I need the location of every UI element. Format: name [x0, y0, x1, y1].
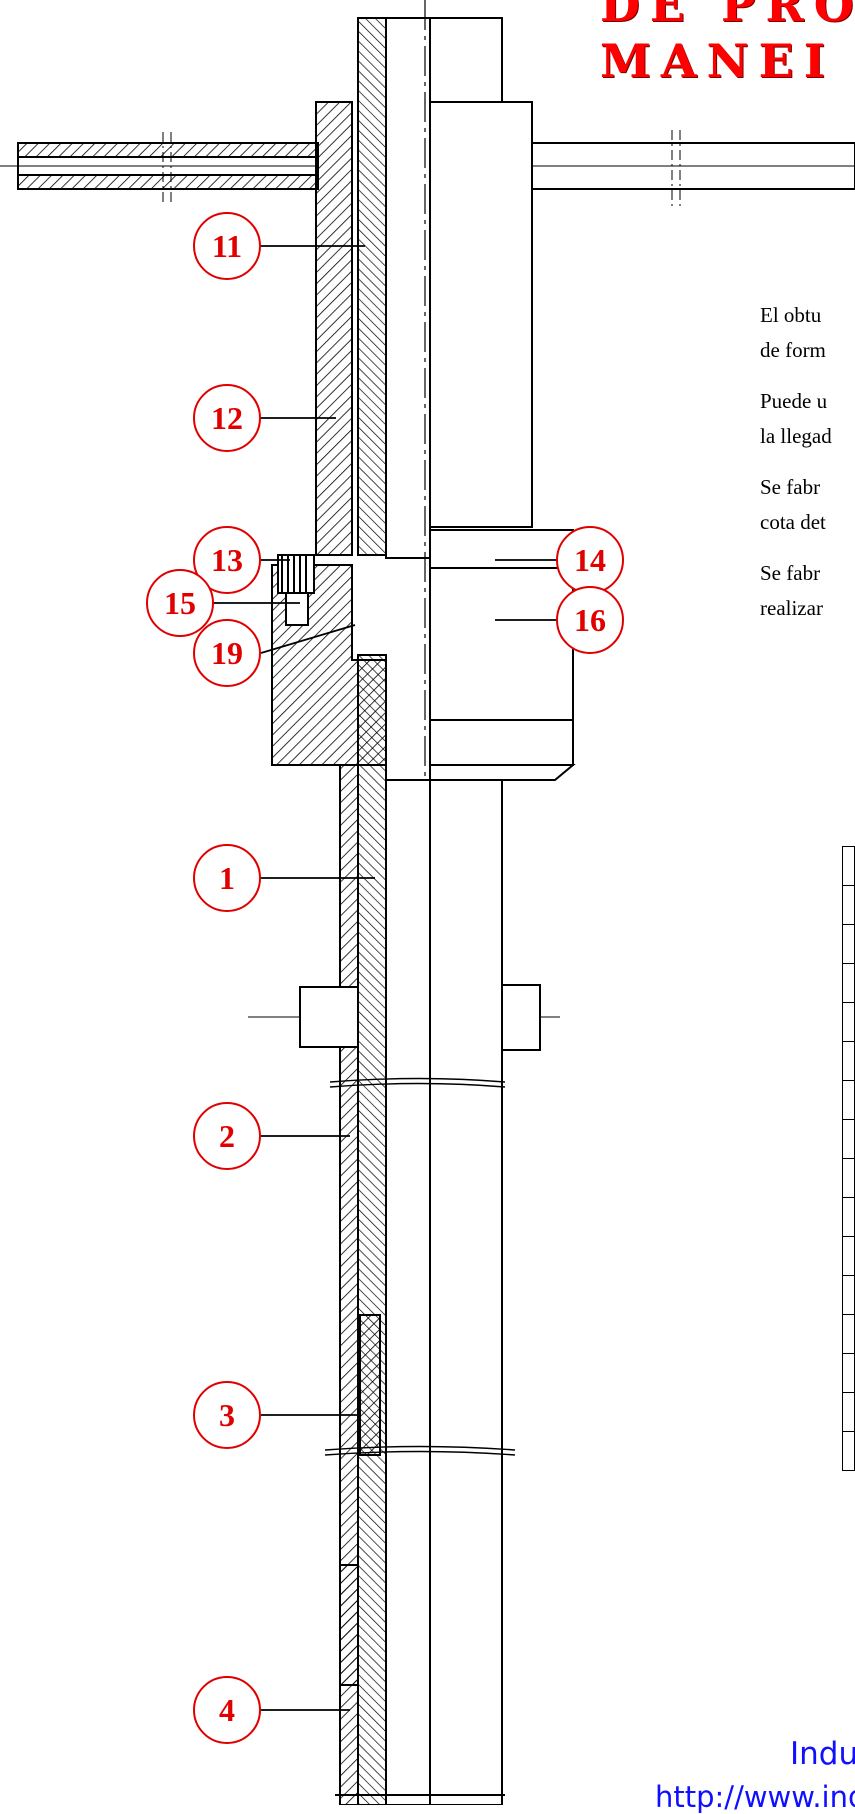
parts-table: [842, 846, 855, 1471]
callout-15: 15: [146, 569, 214, 637]
table-row: [842, 1002, 855, 1042]
table-row: [842, 1119, 855, 1159]
callout-3: 3: [193, 1381, 261, 1449]
table-cell: [842, 1314, 855, 1354]
paragraph-1-line-1: El obtu: [760, 303, 822, 327]
page-title-line-2: MANEI: [600, 34, 836, 88]
callout-2: 2: [193, 1102, 261, 1170]
table-cell: [842, 1080, 855, 1120]
leader-lines: [213, 245, 556, 1711]
paragraph-2-line-1: Puede u: [760, 389, 828, 413]
table-cell: [842, 1353, 855, 1393]
table-cell: [842, 1002, 855, 1042]
table-cell: [842, 1236, 855, 1276]
footer-brand: Indu: [790, 1736, 855, 1772]
upper-sleeve: [315, 0, 533, 1805]
paragraph-4: Se fabr realizar: [760, 556, 855, 626]
callout-11: 11: [193, 212, 261, 280]
paragraph-4-line-2: realizar: [760, 596, 823, 620]
table-row: [842, 963, 855, 1003]
table-row: [842, 1392, 855, 1432]
callout-12: 12: [193, 384, 261, 452]
table-cell: [842, 924, 855, 964]
table-cell: [842, 846, 855, 886]
table-row: [842, 1353, 855, 1393]
footer-url-link[interactable]: http://www.indu: [655, 1780, 855, 1814]
callout-14: 14: [556, 526, 624, 594]
table-row: [842, 924, 855, 964]
table-row: [842, 885, 855, 925]
paragraph-1: El obtu de form: [760, 298, 855, 368]
table-cell: [842, 1431, 855, 1471]
table-cell: [842, 1158, 855, 1198]
paragraph-4-line-1: Se fabr: [760, 561, 821, 585]
callout-19: 19: [193, 619, 261, 687]
paragraph-2-line-2: la llegad: [760, 424, 832, 448]
table-row: [842, 846, 855, 886]
lower-body: [248, 529, 576, 1805]
callout-16: 16: [556, 586, 624, 654]
table-row: [842, 1431, 855, 1471]
table-row: [842, 1158, 855, 1198]
page-title-line-1: DE PRO: [600, 0, 855, 32]
paragraph-1-line-2: de form: [760, 338, 826, 362]
table-cell: [842, 1197, 855, 1237]
table-row: [842, 1275, 855, 1315]
callout-4: 4: [193, 1676, 261, 1744]
paragraph-2: Puede u la llegad: [760, 384, 855, 454]
table-cell: [842, 885, 855, 925]
table-row: [842, 1236, 855, 1276]
paragraph-3-line-1: Se fabr: [760, 475, 821, 499]
table-cell: [842, 1392, 855, 1432]
table-row: [842, 1080, 855, 1120]
table-cell: [842, 1275, 855, 1315]
table-cell: [842, 1119, 855, 1159]
table-row: [842, 1041, 855, 1081]
paragraph-3-line-2: cota det: [760, 510, 826, 534]
table-row: [842, 1197, 855, 1237]
table-row: [842, 1314, 855, 1354]
table-cell: [842, 1041, 855, 1081]
callout-1: 1: [193, 844, 261, 912]
paragraph-3: Se fabr cota det: [760, 470, 855, 540]
table-cell: [842, 963, 855, 1003]
